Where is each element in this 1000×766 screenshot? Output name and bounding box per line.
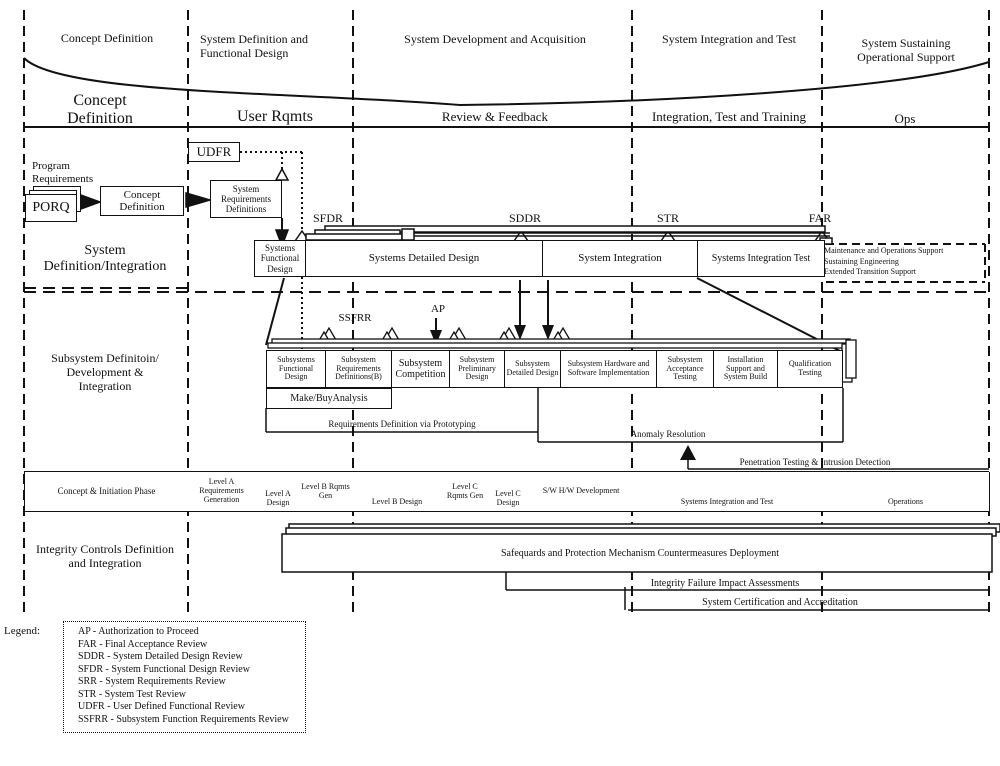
legend-item: SDDR - System Detailed Design Review (78, 651, 243, 662)
system-requirements-definitions-box: System Requirements Definitions (210, 180, 282, 218)
phase-bar-cell: S/W H/W Development (530, 472, 633, 511)
stage-ops: Ops (894, 111, 916, 126)
stage-concept-definition: Concept Definition (67, 92, 133, 128)
milestone-str: STR (656, 211, 679, 225)
anomaly-resolution-label: Anomaly Resolution (630, 429, 706, 439)
phase-system-integration: System Integration and Test (662, 32, 796, 46)
milestone-sddr: SDDR (508, 211, 541, 225)
systems-functional-design-box: Systems Functional Design (254, 240, 306, 277)
phase-system-definition: System Definition and Functional Design (200, 32, 308, 60)
porq-box: PORQ (25, 194, 77, 222)
legend-item: SRR - System Requirements Review (78, 676, 226, 687)
concept-definition-box: Concept Definition (100, 186, 184, 216)
milestone-ap: AP (430, 303, 446, 315)
legend-item: FAR - Final Acceptance Review (78, 638, 208, 650)
phase-bar-cell: Operations (822, 472, 990, 511)
phase-bar-cell: Concept & Initiation Phase (24, 472, 189, 511)
phase-system-development: System Development and Acquisition (404, 32, 586, 46)
milestone-sfdr: SFDR (312, 211, 344, 225)
safeguards-box-label: Safequards and Protection Mechanism Coun… (501, 548, 779, 559)
systems-detailed-design-box: Systems Detailed Design (305, 240, 543, 277)
lane-subsystem-development: Subsystem Definitoin/ Development & Inte… (51, 351, 159, 393)
prototyping-label: Requirements Definition via Prototyping (328, 419, 476, 429)
integrity-failure-label: Integrity Failure Impact Assessments (650, 578, 800, 589)
milestone-ssfrr: SSFRR (338, 312, 372, 324)
phase-bar-cell: Level A Design (255, 472, 302, 511)
subsystem-step: Installation Support and System Build (713, 350, 778, 388)
subsystem-step: Subsystem Hardware and Software Implemen… (560, 350, 657, 388)
udfr-box: UDFR (188, 142, 240, 162)
support-list: Maintenance and Operations Support Susta… (824, 246, 989, 278)
certification-label: System Certification and Accreditation (702, 597, 858, 608)
phase-bar-cell: Level A Requirements Generation (188, 472, 256, 511)
legend-item: UDFR - User Defined Functional Review (78, 701, 245, 712)
phase-divider-lines (23, 10, 990, 612)
legend-item: STR - System Test Review (78, 688, 187, 700)
subsystem-step: Subsystem Detailed Design (504, 350, 561, 388)
phase-concept-definition: Concept Definition (60, 31, 154, 45)
penetration-testing-label: Penetration Testing & Intrusion Detectio… (739, 457, 891, 467)
legend-box: AP - Authorization to Proceed FAR - Fina… (63, 621, 306, 733)
system-integration-box: System Integration (542, 240, 698, 277)
subsystem-step: Subsystems Functional Design (266, 350, 326, 388)
phase-bar-cell: Level C Rqmts Gen (444, 472, 487, 511)
support-item: Maintenance and Operations Support (824, 246, 944, 255)
support-item: Extended Transition Support (824, 267, 917, 276)
lifecycle-curve (23, 57, 990, 107)
support-dashed-box (826, 243, 986, 283)
stage-integration-test-training: Integration, Test and Training (651, 109, 807, 124)
subsystem-step: Subsystem Acceptance Testing (656, 350, 714, 388)
phase-bar-cell: Level C Design (486, 472, 531, 511)
legend-item: SFDR - System Functional Design Review (78, 663, 250, 675)
subsystem-step: Qualification Testing (777, 350, 843, 388)
make-buy-analysis-box: Make/BuyAnalysis (266, 388, 392, 409)
legend-item: SSFRR - Subsystem Function Requirements … (78, 713, 289, 725)
systems-integration-test-box: Systems Integration Test (697, 240, 825, 277)
lane-system-definition: System Definition/Integration (43, 243, 167, 275)
legend-title: Legend: (4, 625, 41, 637)
legend-item: AP - Authorization to Proceed (78, 626, 199, 637)
phase-bar-cell: Level B Rqmts Gen (301, 472, 351, 511)
program-requirements-label: Program Requirements (32, 160, 94, 185)
subsystem-step: Subsystem Preliminary Design (449, 350, 505, 388)
milestone-far: FAR (808, 211, 832, 225)
stage-review-feedback: Review & Feedback (441, 109, 549, 124)
phase-system-sustaining: System Sustaining Operational Support (857, 36, 955, 64)
subsystem-step: Subsystem Competition (391, 350, 450, 388)
phase-bar-cell: Systems Integration and Test (632, 472, 823, 511)
lane-integrity-controls: Integrity Controls Definition and Integr… (36, 542, 174, 570)
support-item: Sustaining Engineering (824, 256, 899, 266)
stage-user-rqmts: User Rqmts (237, 108, 313, 125)
phase-bar-cell: Level B Design (350, 472, 445, 511)
subsystem-step: Subsystem Requirements Definitions(B) (325, 350, 392, 388)
